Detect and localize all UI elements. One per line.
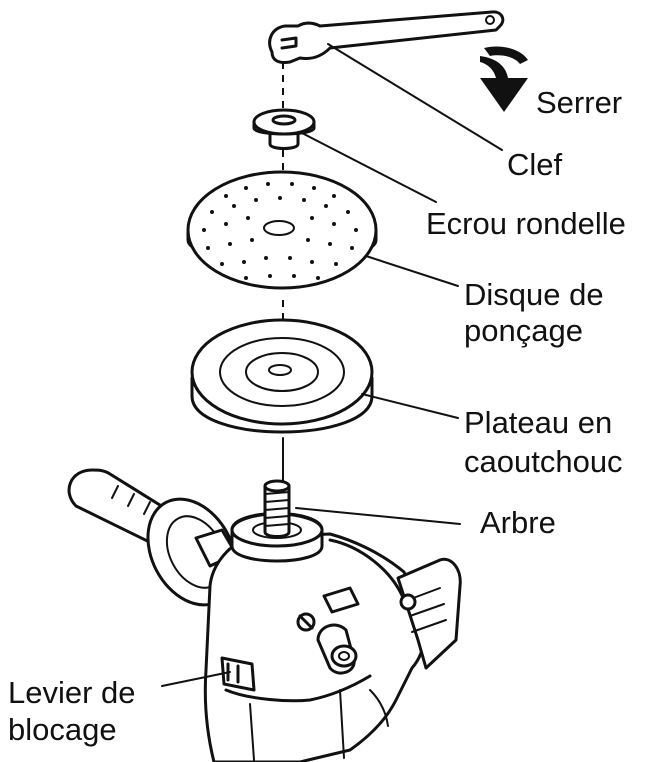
label-clef: Clef — [507, 147, 563, 182]
label-arbre: Arbre — [480, 505, 556, 540]
sanding-disc-icon — [186, 170, 378, 290]
rubber-pad-icon — [190, 318, 374, 434]
label-plateau-line1: Plateau en — [464, 405, 613, 440]
spindle-icon — [263, 479, 291, 538]
label-disque-line1: Disque de — [464, 277, 604, 312]
leader-lines — [161, 43, 503, 687]
leader-line-disque — [365, 255, 459, 287]
leader-line-levier — [161, 671, 231, 687]
leader-line-ecrou — [299, 131, 437, 203]
leader-line-arbre — [295, 507, 461, 525]
label-serrer: Serrer — [536, 85, 623, 120]
label-levier-line2: blocage — [8, 712, 117, 747]
label-plateau-line2: caoutchouc — [464, 444, 623, 479]
label-ecrou-rondelle: Ecrou rondelle — [426, 206, 626, 241]
label-levier-line1: Levier de — [8, 675, 136, 710]
leader-line-plateau — [361, 393, 459, 419]
rotation-arrow-icon — [480, 46, 528, 112]
lock-lever-icon — [220, 656, 256, 692]
angle-grinder-icon — [67, 468, 462, 762]
leader-line-clef — [327, 43, 503, 151]
label-disque-line2: ponçage — [464, 313, 583, 348]
wrench-icon — [268, 10, 505, 64]
washer-nut-icon — [252, 108, 316, 150]
